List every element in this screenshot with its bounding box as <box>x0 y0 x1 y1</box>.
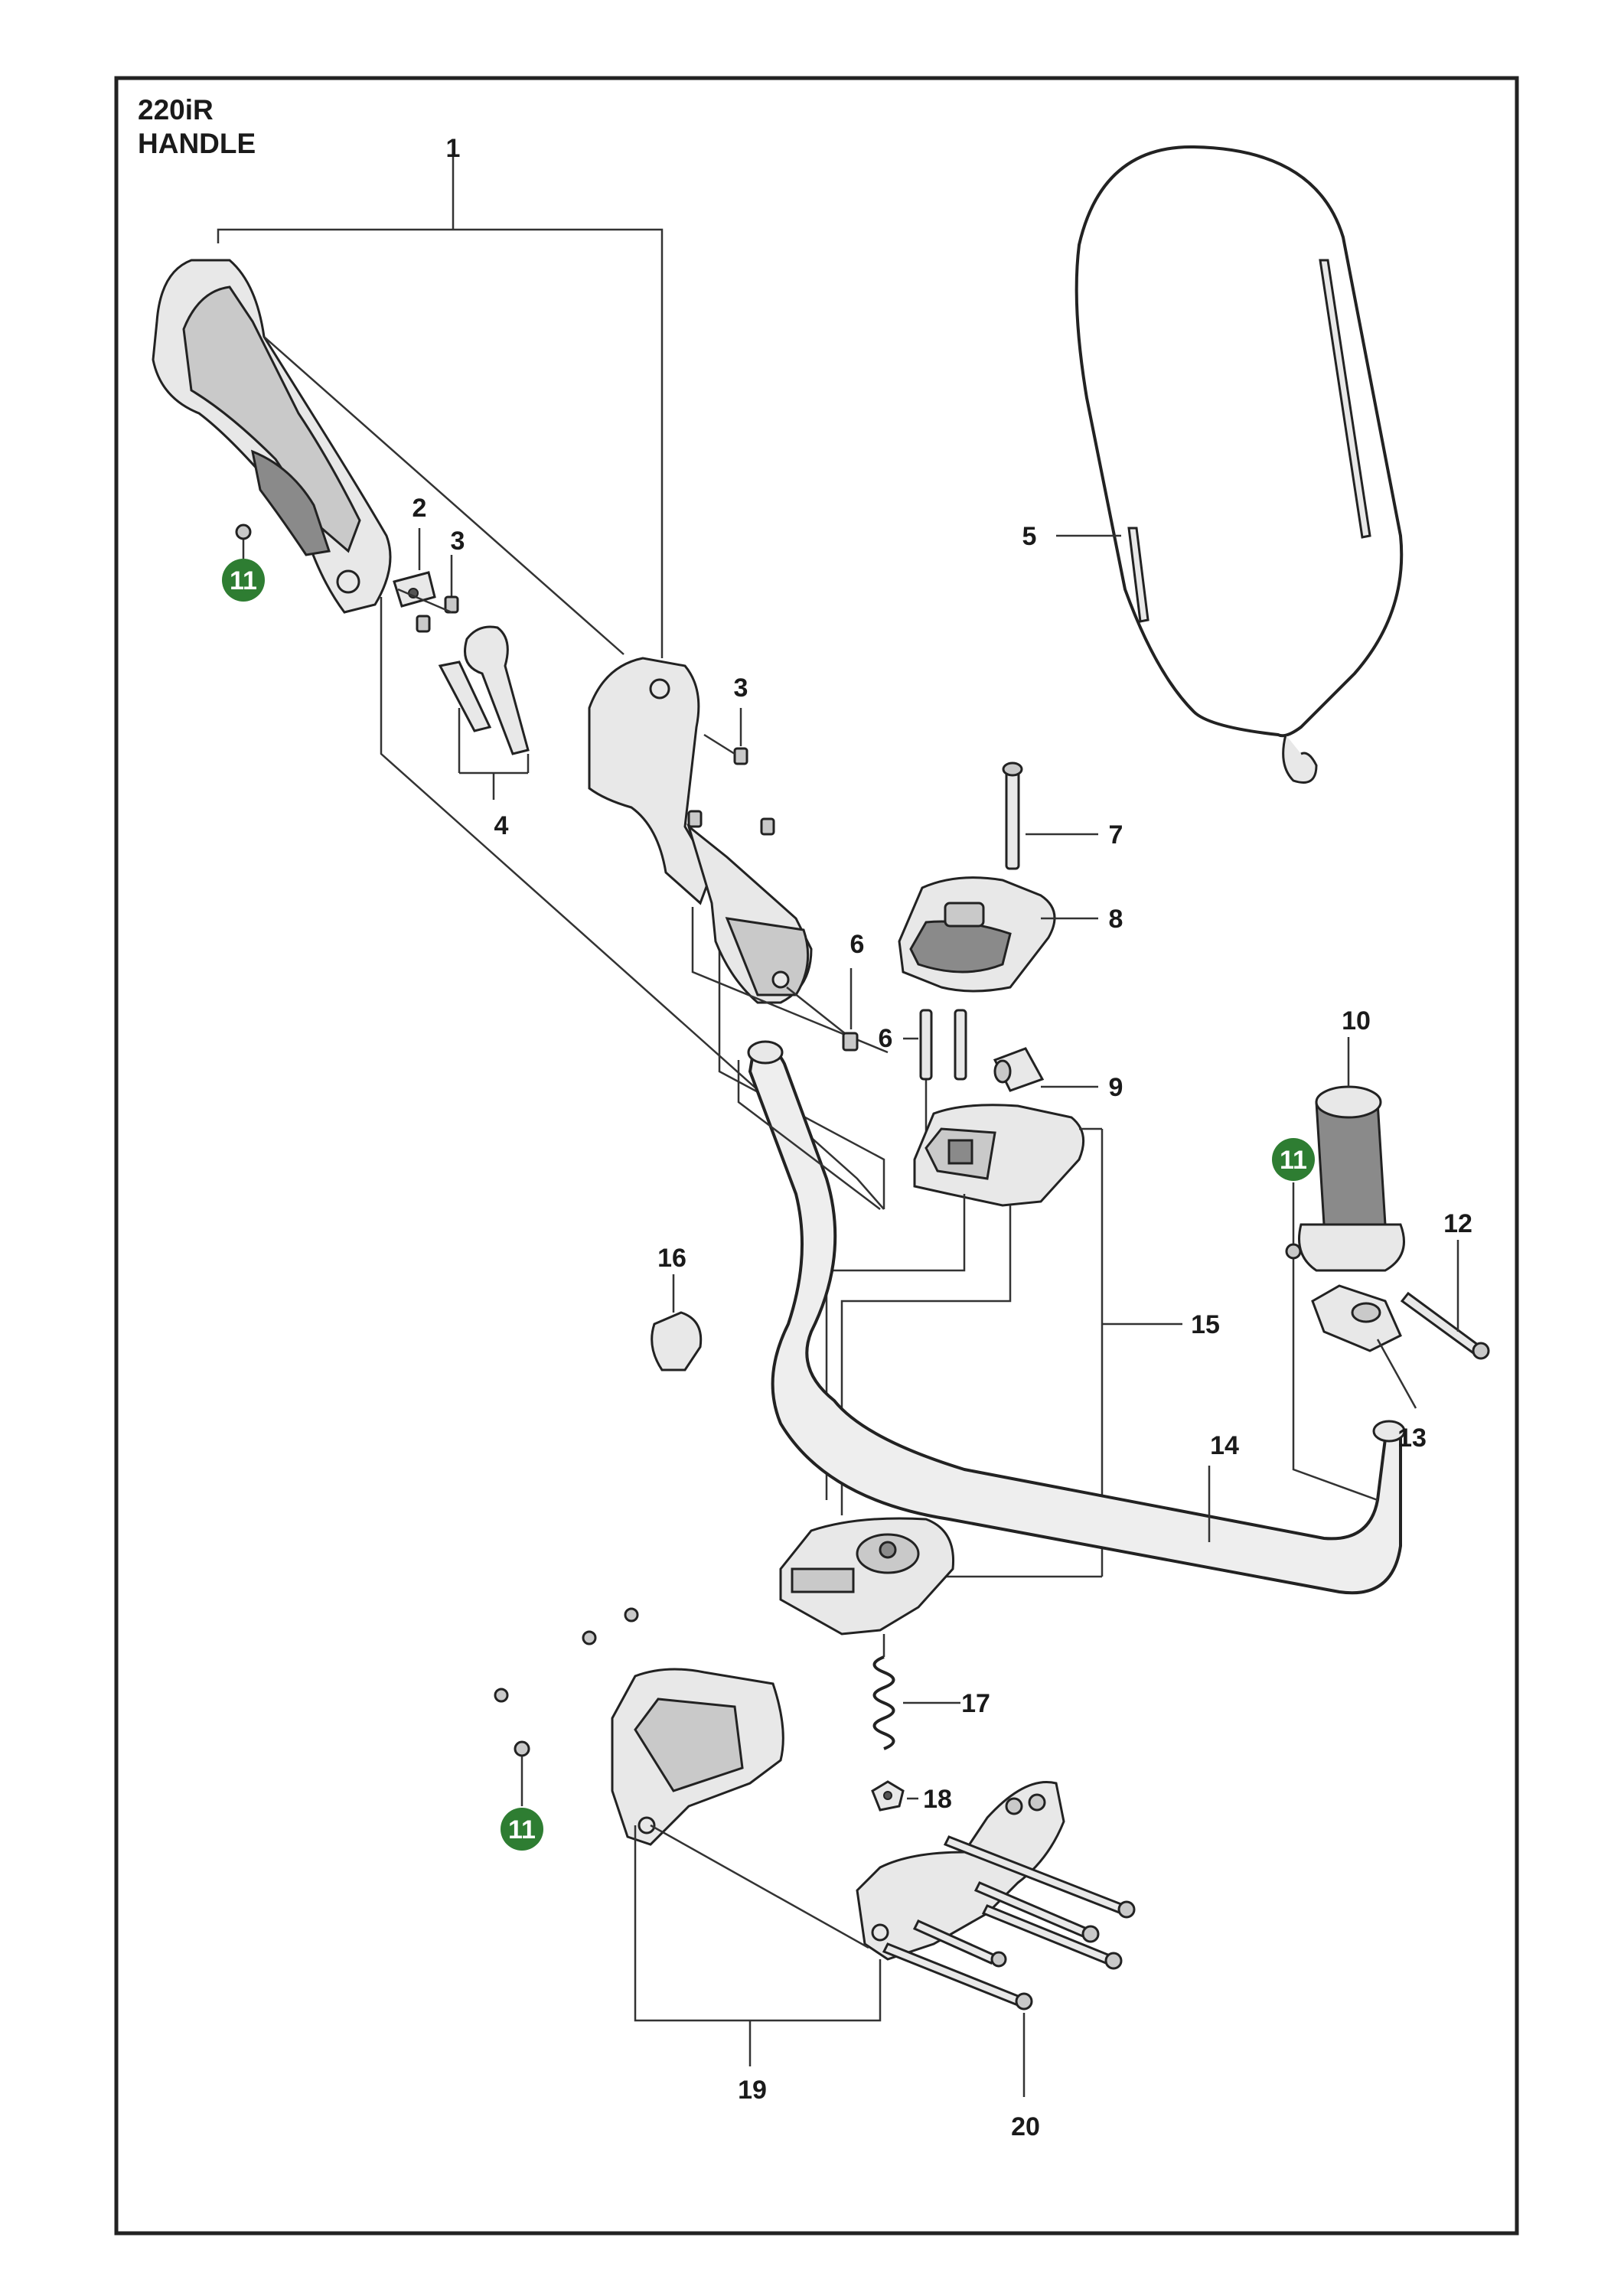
callout-5: 5 <box>1022 522 1037 551</box>
part-18-nut <box>871 1780 918 1812</box>
part-11-nuts <box>235 523 1302 1806</box>
part-1-rear-handle <box>152 142 885 1210</box>
part-20-screws <box>882 1835 1136 2097</box>
part-1-handle-half <box>588 657 889 1054</box>
part-4-trigger <box>438 625 530 800</box>
section-title: HANDLE <box>138 128 256 159</box>
part-3-screws-mid <box>687 708 775 836</box>
part-10-grip <box>1298 1037 1405 1272</box>
part-14-tube <box>737 1040 1406 1595</box>
callout-17: 17 <box>961 1689 990 1718</box>
callout-14: 14 <box>1210 1431 1239 1460</box>
model-title: 220iR <box>138 94 214 126</box>
title-block: 220iR HANDLE <box>138 93 256 161</box>
part-19-bracket <box>611 1668 1065 2066</box>
part-3-screws-left <box>397 555 459 633</box>
part-6-screws <box>786 968 967 1159</box>
part-12-screw <box>1400 1240 1490 1360</box>
callout-15: 15 <box>1191 1310 1220 1339</box>
callout-1: 1 <box>446 134 461 163</box>
part-13-clamp-piece <box>1311 1284 1417 1409</box>
part-7-bolt <box>1002 762 1098 870</box>
callout-11a: 11 <box>230 566 257 595</box>
callout-3b: 3 <box>734 673 748 703</box>
callout-11c-badge: 11 <box>501 1808 543 1851</box>
callout-11a-badge: 11 <box>222 559 265 602</box>
callout-4: 4 <box>494 811 509 840</box>
callout-6a: 6 <box>850 930 865 959</box>
diagram-frame <box>114 76 1519 2236</box>
part-8-clamp-top <box>898 876 1098 993</box>
part-2-lever-plate <box>393 528 436 608</box>
callout-20: 20 <box>1011 2112 1040 2141</box>
callout-7: 7 <box>1109 820 1123 850</box>
callout-19: 19 <box>738 2076 767 2105</box>
callout-11b: 11 <box>1280 1146 1307 1175</box>
part-16-clip <box>651 1274 703 1371</box>
callout-6b: 6 <box>879 1024 893 1053</box>
part-17-spring <box>872 1634 960 1750</box>
lower-clamp-housing <box>779 1517 955 1636</box>
callout-11b-badge: 11 <box>1272 1138 1315 1181</box>
callout-3a: 3 <box>451 527 465 556</box>
callout-16: 16 <box>657 1244 686 1273</box>
callout-18: 18 <box>923 1785 952 1814</box>
part-5-strap <box>1056 145 1404 784</box>
callout-9: 9 <box>1109 1073 1123 1102</box>
part-9-pin <box>993 1047 1098 1092</box>
callout-10: 10 <box>1342 1006 1371 1035</box>
callout-2: 2 <box>413 494 427 523</box>
callout-13: 13 <box>1397 1424 1427 1453</box>
callout-12: 12 <box>1443 1209 1472 1238</box>
part-15-clamp <box>825 1104 1182 1578</box>
callout-11c: 11 <box>508 1815 536 1844</box>
callout-8: 8 <box>1109 905 1123 934</box>
